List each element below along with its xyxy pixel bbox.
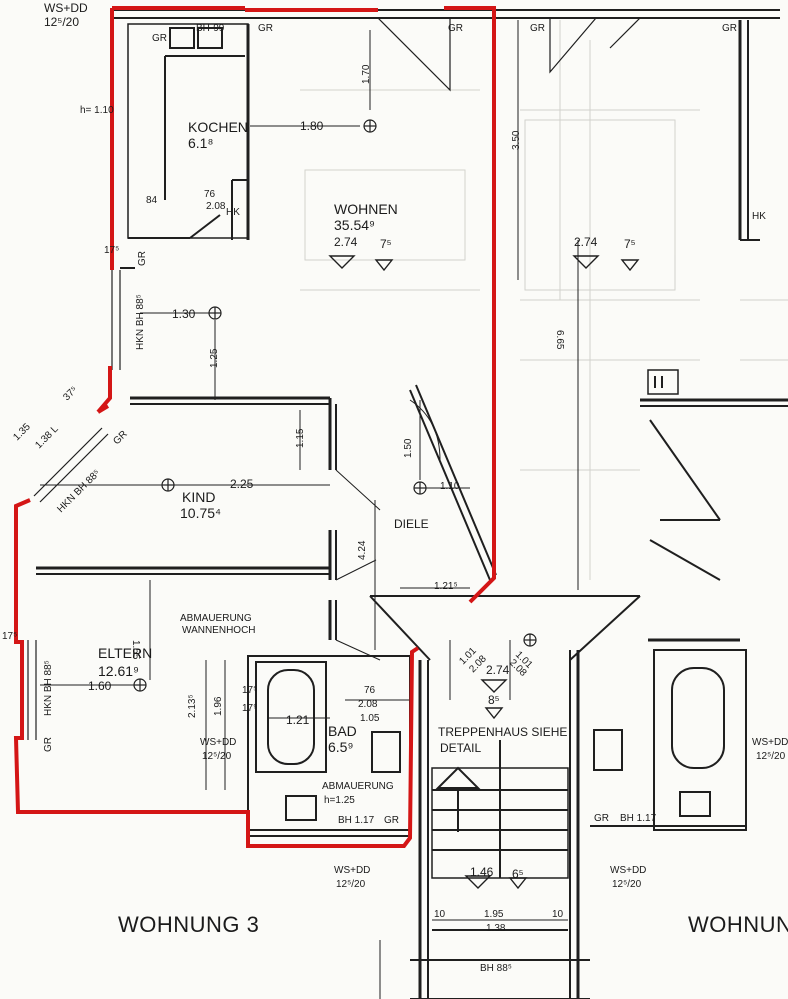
dim-2135: 2.13⁵ xyxy=(187,694,198,718)
dim-225: 2.25 xyxy=(230,477,254,491)
light-markers xyxy=(133,119,537,692)
ws-dd-1-dim: 12⁵/20 xyxy=(202,751,232,762)
gr-label-living: GR xyxy=(448,23,463,34)
dim-424: 4.24 xyxy=(357,540,368,560)
bath-tub-note-1: ABMAUERUNG xyxy=(180,613,252,624)
bath-tub-note-2: WANNENHOCH xyxy=(182,625,256,636)
abmauerung-label: ABMAUERUNG xyxy=(322,781,394,792)
dim-10-left: 10 xyxy=(434,909,446,920)
dim-179: 17⁹ xyxy=(242,703,258,714)
dim-84: 84 xyxy=(146,195,158,206)
kitchen-name: KOCHEN xyxy=(188,119,248,135)
dim-160: 1.60 xyxy=(88,679,112,693)
gr-label-parents: GR xyxy=(43,737,54,752)
dim-196: 1.96 xyxy=(213,696,224,716)
gr-label-right: GR xyxy=(530,23,545,34)
dim-125: 1.25 xyxy=(209,348,220,368)
ws-dd-4: WS+DD xyxy=(610,865,647,876)
height-85: 8⁵ xyxy=(488,693,500,707)
bh117-label-right: BH 1.17 xyxy=(620,813,657,824)
dim-105: 1.05 xyxy=(360,713,380,724)
gr-label-kitchen-wall: GR xyxy=(137,251,148,266)
living-name: WOHNEN xyxy=(334,201,398,217)
dim-130: 1.30 xyxy=(172,307,196,321)
hk-label: HK xyxy=(226,207,240,218)
dim-350: 3.50 xyxy=(511,130,522,150)
dim-170: 1.70 xyxy=(361,64,372,84)
dim-121: 1.21 xyxy=(286,713,310,727)
dim-110: 1.10 xyxy=(440,481,460,492)
dim-1215: 1.21⁵ xyxy=(434,581,458,592)
dim-665: 6.65 xyxy=(554,330,565,350)
dim-195: 1.95 xyxy=(484,909,504,920)
height-274-stair: 2.74 xyxy=(486,663,510,677)
dim-175-b: 17⁵ xyxy=(2,631,18,642)
parents-area: 12.61⁹ xyxy=(98,663,140,679)
ghost-lines xyxy=(300,20,788,580)
height-274-right: 2.74 xyxy=(574,235,598,249)
window-kitchen: HKN BH 88⁵ xyxy=(135,294,146,350)
dim-115: 1.15 xyxy=(295,428,306,448)
dim-76-bath: 76 xyxy=(364,685,376,696)
child-area: 10.75⁴ xyxy=(180,505,222,521)
stair-detail: DETAIL xyxy=(440,741,482,755)
ws-dd-1: WS+DD xyxy=(200,737,237,748)
living-area: 35.54⁹ xyxy=(334,217,376,233)
ws-dd-2-dim: 12⁵/20 xyxy=(336,879,366,890)
height-146: 1.46 xyxy=(470,865,494,879)
abmauerung-height: h=1.25 xyxy=(324,795,355,806)
dim-h110: h= 1.10 xyxy=(80,105,114,116)
gr-label-far-right: GR xyxy=(722,23,737,34)
dim-175-a: 17⁵ xyxy=(104,245,120,256)
height-markers xyxy=(328,255,640,890)
dim-10-right: 10 xyxy=(552,909,564,920)
apartment-boundary xyxy=(13,6,496,848)
dim-208b: 2.08 xyxy=(358,699,378,710)
kitchen-area: 6.1⁸ xyxy=(188,135,214,151)
child-name: KIND xyxy=(182,489,216,505)
window-parents: HKN BH 88⁵ xyxy=(43,660,54,716)
bh885-label: BH 88⁵ xyxy=(480,963,512,974)
dim-175-c: 17⁵ xyxy=(242,685,258,696)
hall-name: DIELE xyxy=(394,517,429,531)
dim-138: 1.38 xyxy=(486,923,506,934)
height-75-right: 7⁵ xyxy=(624,237,636,251)
ws-dd-3: WS+DD xyxy=(752,737,788,748)
neighbor-apartment-title: WOHNUN xyxy=(688,912,788,937)
gr-label-right-bath: GR xyxy=(594,813,609,824)
dim-76: 76 xyxy=(204,189,216,200)
dim-208a: 2.08 xyxy=(206,201,226,212)
header-ws-label: WS+DD xyxy=(44,1,88,15)
ws-dd-2: WS+DD xyxy=(334,865,371,876)
height-274-living: 2.74 xyxy=(334,235,358,249)
header-ws-dim: 12⁵/20 xyxy=(44,15,80,29)
dim-180: 1.80 xyxy=(300,119,324,133)
ws-dd-3-dim: 12⁵/20 xyxy=(756,751,786,762)
gr-label-top: GR xyxy=(258,23,273,34)
parents-name: ELTERN xyxy=(98,645,153,661)
apartment-title: WOHNUNG 3 xyxy=(118,912,260,937)
dim-150: 1.50 xyxy=(403,438,414,458)
bath-area: 6.5⁹ xyxy=(328,739,354,755)
gr-label-kitchen: GR xyxy=(152,33,167,44)
height-65: 6⁵ xyxy=(512,867,524,881)
gr-label-bath: GR xyxy=(384,815,399,826)
dimension-lines xyxy=(40,20,579,999)
height-75-living: 7⁵ xyxy=(380,237,392,251)
walls xyxy=(27,9,788,999)
ws-dd-4-dim: 12⁵/20 xyxy=(612,879,642,890)
stair-name: TREPPENHAUS SIEHE xyxy=(438,725,568,739)
hk-label-right: HK xyxy=(752,211,766,222)
bath-name: BAD xyxy=(328,723,357,739)
bh117-label: BH 1.17 xyxy=(338,815,375,826)
bh99-label: BH-99 xyxy=(196,23,225,34)
